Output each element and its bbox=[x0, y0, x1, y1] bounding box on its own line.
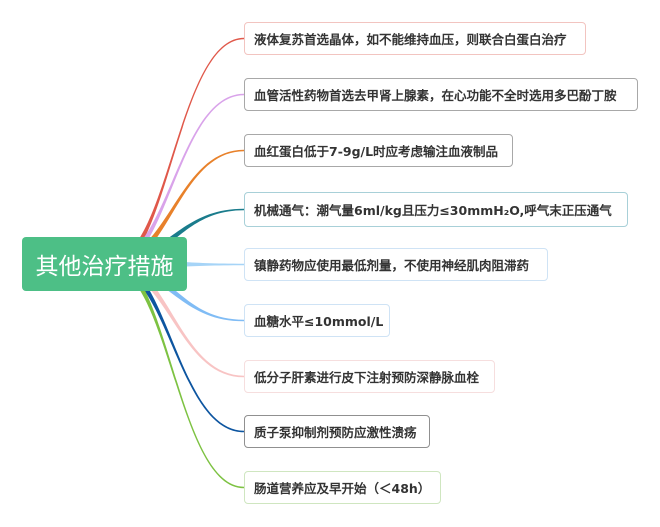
branch-node[interactable]: 机械通气：潮气量6ml/kg且压力≤30mmH₂O,呼气末正压通气 bbox=[244, 192, 628, 227]
branch-node[interactable]: 镇静药物应使用最低剂量，不使用神经肌肉阻滞药 bbox=[244, 248, 548, 281]
branch-node[interactable]: 血管活性药物首选去甲肾上腺素，在心功能不全时选用多巴酚丁胺 bbox=[244, 78, 638, 111]
branch-node[interactable]: 血糖水平≤10mmol/L bbox=[244, 304, 390, 337]
root-node[interactable]: 其他治疗措施 bbox=[22, 237, 187, 291]
branch-node[interactable]: 液体复苏首选晶体，如不能维持血压，则联合白蛋白治疗 bbox=[244, 22, 586, 55]
branch-node[interactable]: 血红蛋白低于7-9g/L时应考虑输注血液制品 bbox=[244, 134, 513, 167]
branch-node[interactable]: 肠道营养应及早开始（＜48h） bbox=[244, 471, 441, 504]
branch-node[interactable]: 低分子肝素进行皮下注射预防深静脉血栓 bbox=[244, 360, 495, 393]
branch-node[interactable]: 质子泵抑制剂预防应激性溃疡 bbox=[244, 415, 430, 448]
